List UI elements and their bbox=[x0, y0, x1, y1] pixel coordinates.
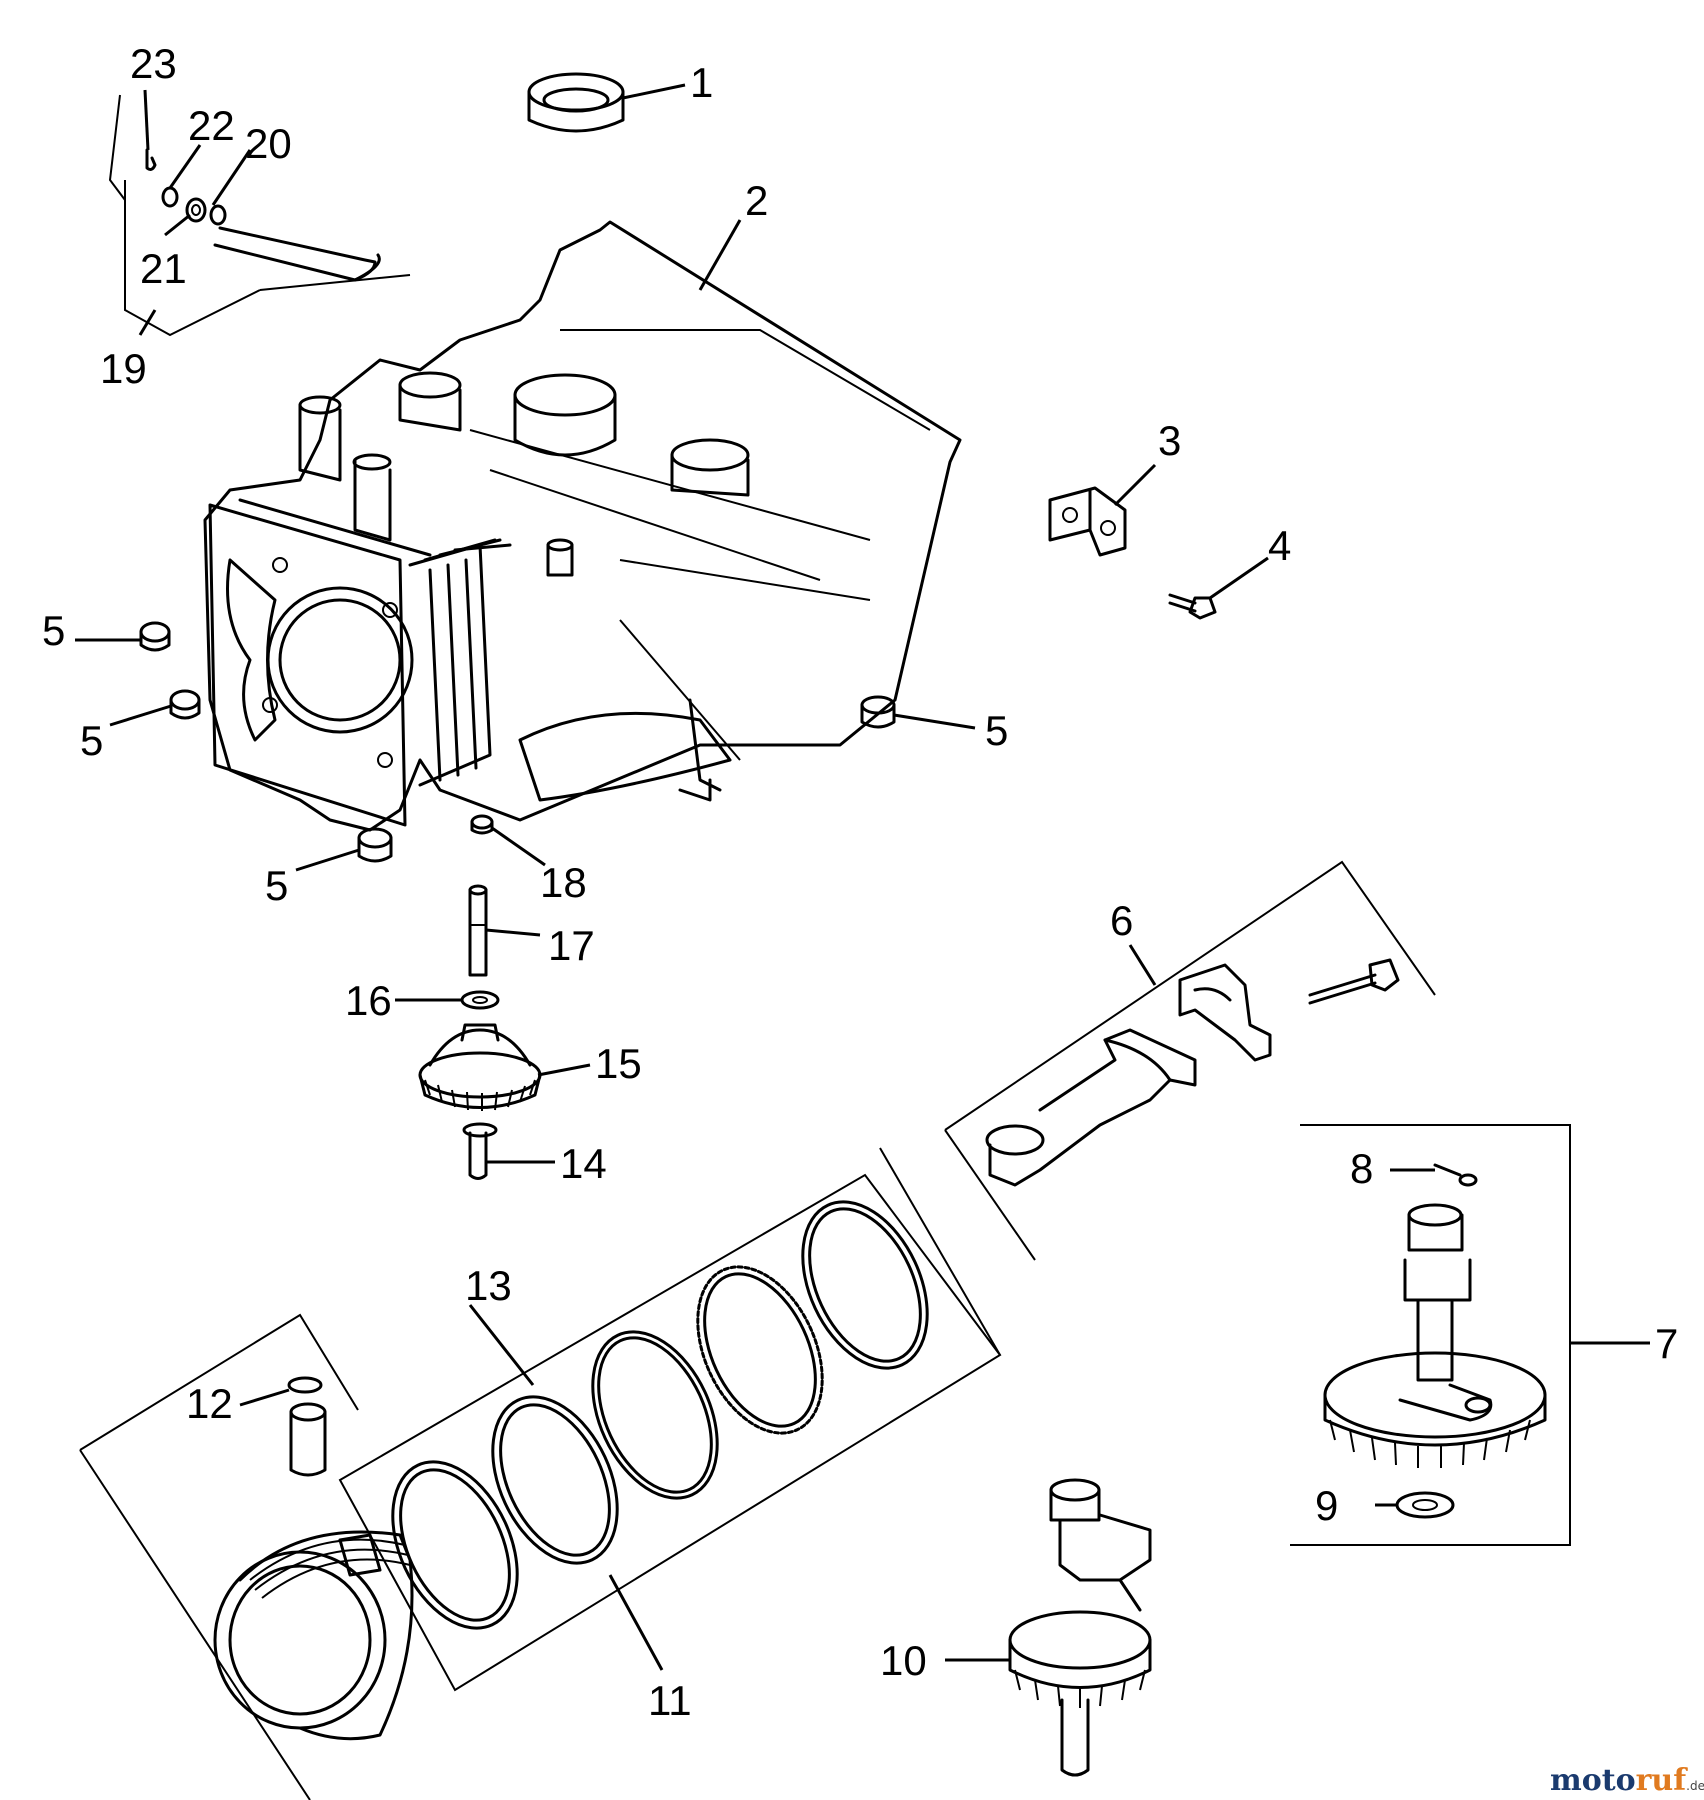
callout-21: 21 bbox=[140, 245, 187, 292]
part-5-bushing-d bbox=[357, 827, 393, 863]
callout-16: 16 bbox=[345, 977, 392, 1024]
callout-6: 6 bbox=[1110, 897, 1133, 944]
group-bracket-7 bbox=[1290, 1124, 1571, 1546]
part-18-plug bbox=[470, 814, 494, 835]
part-14-pin bbox=[462, 1122, 498, 1180]
part-17-shaft bbox=[468, 884, 488, 977]
callout-11: 11 bbox=[648, 1677, 692, 1724]
callout-20: 20 bbox=[245, 120, 292, 167]
part-12-clip bbox=[287, 1376, 323, 1394]
group-bracket-19-23 bbox=[108, 94, 411, 337]
callout-8: 8 bbox=[1350, 1145, 1373, 1192]
part-5-bushing-c bbox=[860, 695, 896, 729]
callout-labels: 1 2 3 4 5 5 5 5 6 7 8 9 10 11 12 13 14 1… bbox=[42, 40, 1678, 1724]
callout-14: 14 bbox=[560, 1140, 607, 1187]
part-3-bracket bbox=[1048, 486, 1127, 557]
callout-5c: 5 bbox=[985, 707, 1008, 754]
callout-1: 1 bbox=[690, 59, 713, 106]
callout-13: 13 bbox=[465, 1262, 512, 1309]
part-1-seal bbox=[527, 72, 625, 133]
callout-10: 10 bbox=[880, 1637, 927, 1684]
watermark-brand-main: moto bbox=[1550, 1763, 1636, 1798]
part-16-washer bbox=[460, 990, 500, 1010]
callout-18: 18 bbox=[540, 859, 587, 906]
callout-4: 4 bbox=[1268, 522, 1291, 569]
group-bracket-6 bbox=[944, 860, 1436, 1131]
leader-lines bbox=[75, 83, 1650, 1671]
callout-19: 19 bbox=[100, 345, 147, 392]
callout-12: 12 bbox=[186, 1380, 233, 1427]
part-2-crankcase bbox=[203, 220, 962, 832]
part-8-pin bbox=[1433, 1163, 1478, 1187]
part-5-bushing-b bbox=[169, 689, 201, 720]
callout-7: 7 bbox=[1655, 1320, 1678, 1367]
callout-5d: 5 bbox=[265, 862, 288, 909]
part-12-piston-pin bbox=[289, 1402, 327, 1477]
part-6-connecting-rod bbox=[985, 958, 1400, 1187]
part-21-washer bbox=[185, 197, 207, 223]
callout-17: 17 bbox=[548, 922, 595, 969]
part-20-washer bbox=[209, 204, 227, 226]
watermark-brand-accent: ruf bbox=[1636, 1763, 1689, 1798]
callout-5a: 5 bbox=[42, 607, 65, 654]
callout-15: 15 bbox=[595, 1040, 642, 1087]
callout-23: 23 bbox=[130, 40, 177, 87]
part-7-camshaft bbox=[1323, 1203, 1547, 1468]
callout-22: 22 bbox=[188, 102, 235, 149]
part-11-13-ring-set bbox=[391, 1200, 929, 1630]
part-10-crankshaft bbox=[1008, 1478, 1152, 1777]
watermark-tld: .de bbox=[1686, 1779, 1704, 1793]
callout-2: 2 bbox=[745, 177, 768, 224]
svg-text:motoruf.de: motoruf.de bbox=[1550, 1763, 1704, 1798]
callout-3: 3 bbox=[1158, 417, 1181, 464]
group-bracket-12 bbox=[79, 1313, 359, 1800]
watermark-logo: motoruf.de bbox=[1550, 1763, 1704, 1798]
part-15-gear bbox=[418, 1023, 542, 1111]
part-5-bushing-a bbox=[139, 621, 171, 652]
part-22-washer bbox=[161, 186, 179, 208]
piston bbox=[213, 1530, 414, 1741]
part-4-screw bbox=[1168, 593, 1217, 620]
part-9-washer bbox=[1395, 1491, 1455, 1519]
callout-9: 9 bbox=[1315, 1482, 1338, 1529]
callout-5b: 5 bbox=[80, 717, 103, 764]
part-23-clip bbox=[145, 148, 157, 171]
part-19-governor-shaft bbox=[213, 226, 381, 282]
